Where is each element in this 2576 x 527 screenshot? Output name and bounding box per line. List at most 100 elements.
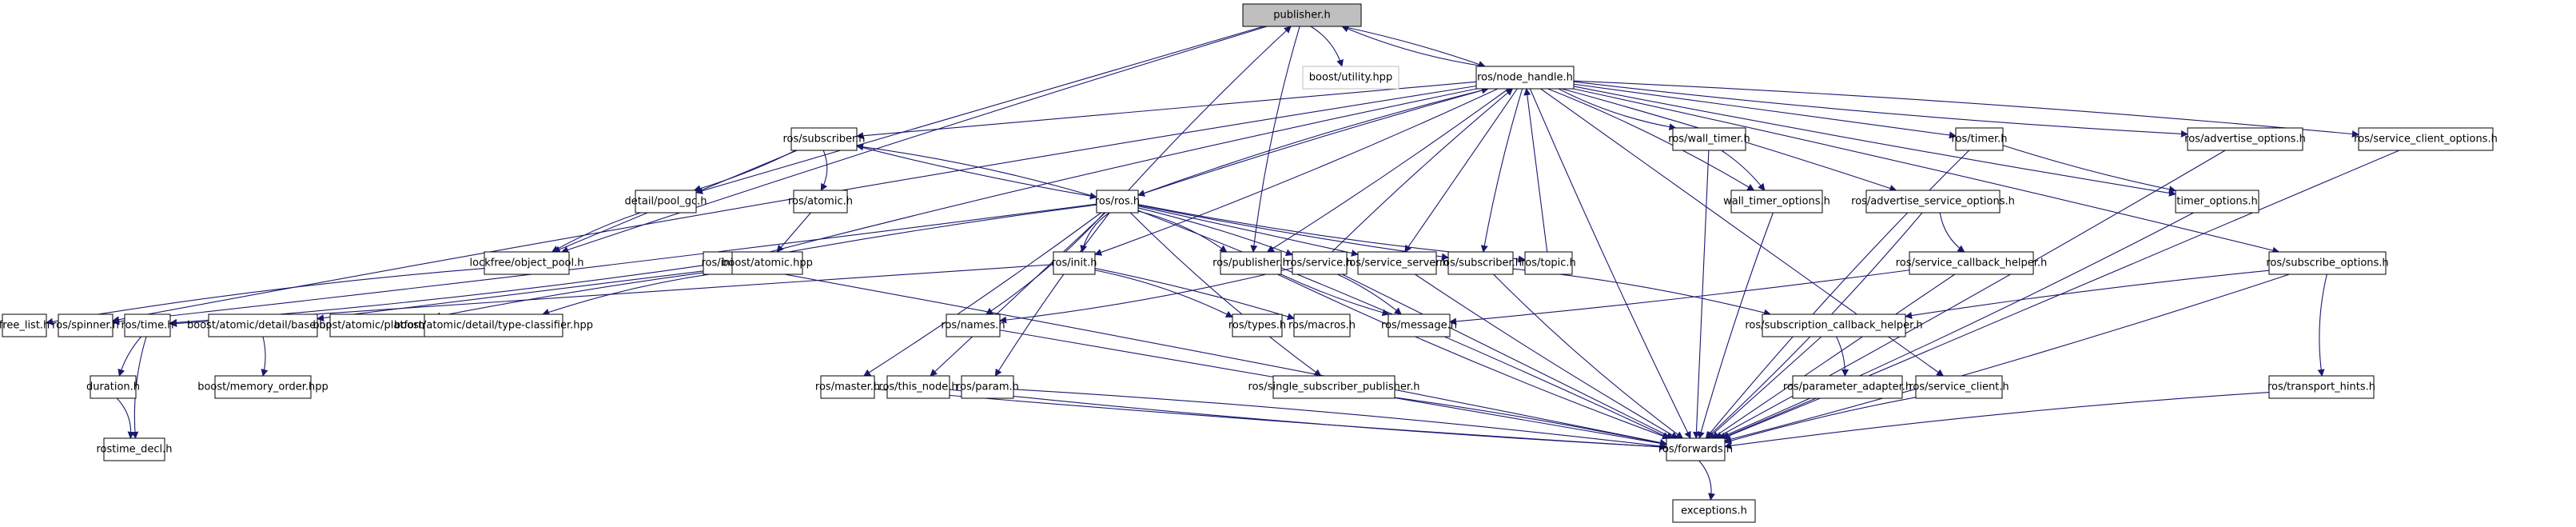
node-parameter-adapter[interactable]: ros/parameter_adapter.h [1783,375,1912,399]
node-box[interactable] [1672,499,1756,523]
node-this-node[interactable]: ros/this_node.h [878,375,958,399]
node-transport-hints[interactable]: ros/transport_hints.h [2267,375,2375,399]
node-box[interactable] [424,313,563,337]
node-box[interactable] [1292,251,1348,275]
node-box[interactable] [58,313,113,337]
node-box[interactable] [2187,127,2303,151]
node-box[interactable] [484,251,570,275]
node-subscriber2[interactable]: ros/subscriber.h [1439,251,1522,275]
node-types[interactable]: ros/types.h [1228,313,1286,337]
node-box[interactable] [1053,251,1096,275]
node-pool-gc[interactable]: detail/pool_gc.h [625,190,707,214]
node-box[interactable] [961,375,1014,399]
node-timer[interactable]: ros/timer.h [1951,127,2008,151]
node-box[interactable] [1096,190,1139,214]
node-box[interactable] [1272,375,1395,399]
node-message[interactable]: ros/message.h [1381,313,1457,337]
node-box[interactable] [1232,313,1283,337]
node-duration[interactable]: duration.h [86,375,140,399]
node-node-handle[interactable]: ros/node_handle.h [1475,66,1575,90]
node-adv-service-options[interactable]: ros/advertise_service_options.h [1851,190,2015,214]
node-advertise-options[interactable]: ros/advertise_options.h [2184,127,2306,151]
edge-node_handle-to-publisher2 [1266,88,1509,253]
node-type-classifier[interactable]: boost/atomic/detail/type-classifier.hpp [394,313,593,337]
node-init2[interactable]: ros/init.h [1051,251,1097,275]
node-box[interactable] [1357,251,1437,275]
node-boost-atomic[interactable]: boost/atomic.hpp [722,251,813,275]
node-box[interactable] [103,437,165,461]
node-box[interactable] [2,313,47,337]
node-macros[interactable]: ros/macros.h [1288,313,1356,337]
node-box[interactable] [1242,3,1362,27]
node-topic[interactable]: ros/topic.h [1521,251,1576,275]
node-box[interactable] [946,313,1001,337]
node-box[interactable] [1955,127,2004,151]
node-subscriber1[interactable]: ros/subscriber.h [782,127,866,151]
edge-publisher-to-pool_gc [695,26,1264,194]
node-publisher[interactable]: publisher.h [1242,3,1362,27]
node-spinner[interactable]: ros/spinner.h [52,313,119,337]
node-box[interactable] [790,127,858,151]
node-box[interactable] [1792,375,1903,399]
node-box[interactable] [1293,313,1351,337]
node-box[interactable] [1762,313,1906,337]
node-box[interactable] [2268,375,2375,399]
node-box[interactable] [1915,375,2003,399]
node-box[interactable] [1730,190,1823,214]
node-box[interactable] [208,313,318,337]
node-single-sub-pub[interactable]: ros/single_subscriber_publisher.h [1248,375,1420,399]
node-box[interactable] [124,313,171,337]
node-box[interactable] [90,375,137,399]
node-atomic[interactable]: ros/atomic.h [788,190,853,214]
node-ros-ros[interactable]: ros/ros.h [1095,190,1140,214]
node-wall-timer-options[interactable]: wall_timer_options.h [1723,190,1830,214]
node-box[interactable] [214,375,312,399]
node-service[interactable]: ros/service.h [1286,251,1353,275]
node-box[interactable] [793,190,848,214]
node-box[interactable] [1388,313,1451,337]
node-box[interactable] [1447,251,1514,275]
node-box[interactable] [1524,251,1573,275]
node-box[interactable] [731,251,803,275]
node-boost-utility[interactable]: boost/utility.hpp [1302,66,1399,90]
edge-service-to-forwards [1342,273,1674,439]
node-time[interactable]: ros/time.h [121,313,174,337]
node-service-client[interactable]: ros/service_client.h [1909,375,2009,399]
node-master[interactable]: ros/master.h [815,375,880,399]
node-box[interactable] [886,375,950,399]
node-names[interactable]: ros/names.h [941,313,1005,337]
node-box[interactable] [820,375,875,399]
node-box[interactable] [2358,127,2494,151]
node-label: ros/spinner.h [52,320,119,332]
node-publisher2[interactable]: ros/publisher.h [1212,251,1289,275]
node-box[interactable] [1475,66,1575,90]
node-box[interactable] [635,190,697,214]
node-free-list[interactable]: free_list.h [0,313,50,337]
node-sub-cb-helper[interactable]: ros/subscription_callback_helper.h [1745,313,1923,337]
node-subscribe-options[interactable]: ros/subscribe_options.h [2266,251,2389,275]
node-box[interactable] [1666,437,1726,461]
node-atomic-platform[interactable]: boost/atomic/platform.hpp [313,313,452,337]
node-exceptions[interactable]: exceptions.h [1672,499,1756,523]
edge-wall_timer-to-forwards [1692,150,1710,439]
node-rostime-decl[interactable]: rostime_decl.h [96,437,173,461]
node-box[interactable] [1865,190,2001,214]
node-box[interactable] [1672,127,1746,151]
node-service-callback-helper[interactable]: ros/service_callback_helper.h [1896,251,2048,275]
node-object-pool[interactable]: lockfree/object_pool.h [470,251,584,275]
node-service-server[interactable]: ros/service_server.h [1345,251,1449,275]
node-memory-order[interactable]: boost/memory_order.hpp [197,375,328,399]
node-wall-timer[interactable]: ros/wall_timer.h [1668,127,1750,151]
node-service-client-options[interactable]: ros/service_client_options.h [2354,127,2498,151]
node-box[interactable] [1909,251,2034,275]
node-forwards[interactable]: ros/forwards.h [1658,437,1733,461]
node-box[interactable] [2175,190,2259,214]
node-param[interactable]: ros/param.h [956,375,1019,399]
node-label: ros/subscription_callback_helper.h [1745,320,1922,332]
node-label: ros/master.h [815,381,880,393]
node-box[interactable] [1302,66,1399,90]
node-box[interactable] [1220,251,1282,275]
node-atomic-base[interactable]: boost/atomic/detail/base.hpp [187,313,339,337]
node-timer-options[interactable]: timer_options.h [2175,190,2259,214]
node-box[interactable] [2268,251,2387,275]
